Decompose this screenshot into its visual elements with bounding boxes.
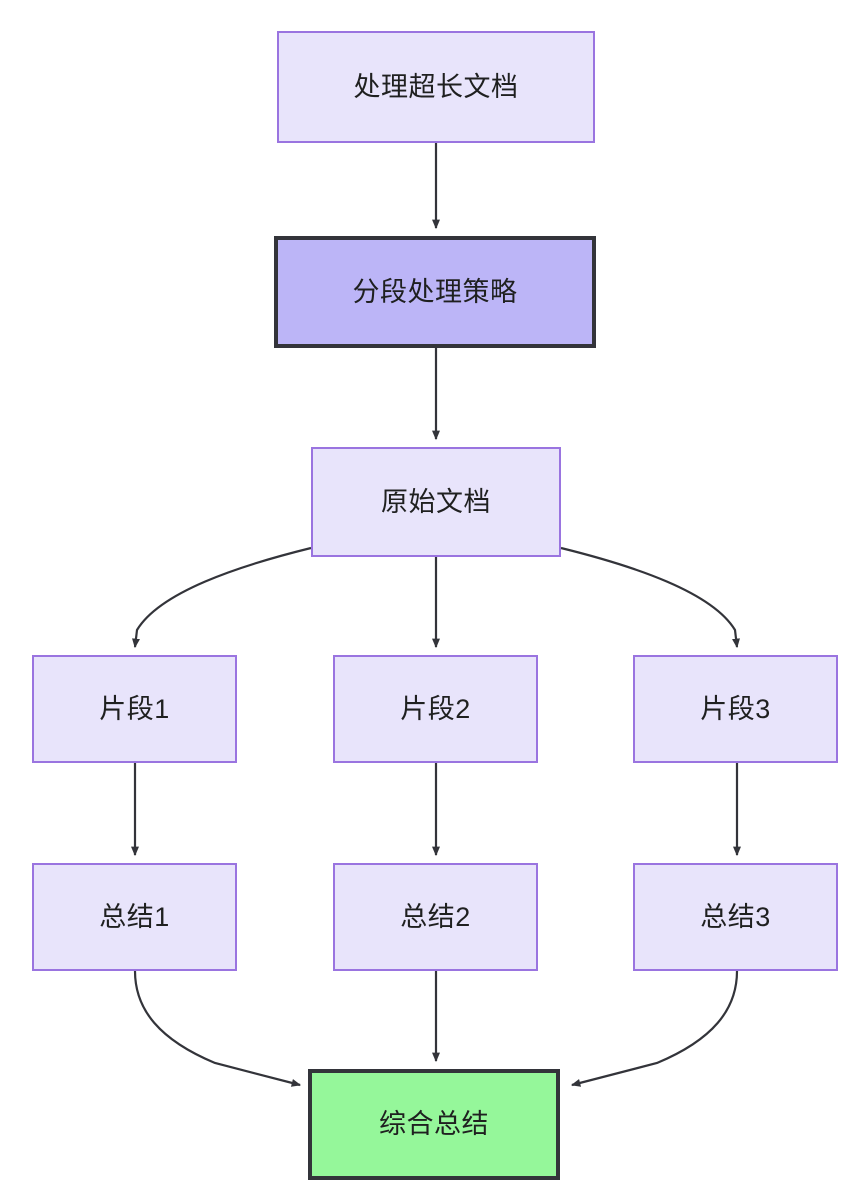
node-summary-2[interactable]: 总结2 <box>333 863 538 971</box>
node-process-long-doc[interactable]: 处理超长文档 <box>277 31 595 143</box>
node-final-summary[interactable]: 综合总结 <box>308 1069 560 1180</box>
node-label: 片段2 <box>400 693 471 724</box>
node-fragment-3[interactable]: 片段3 <box>633 655 838 763</box>
edge-source-doc-to-fragment-3 <box>560 546 740 649</box>
node-fragment-1[interactable]: 片段1 <box>32 655 237 763</box>
node-fragment-2[interactable]: 片段2 <box>333 655 538 763</box>
node-label: 分段处理策略 <box>352 276 518 307</box>
node-label: 原始文档 <box>381 486 491 517</box>
node-label: 总结2 <box>400 901 471 932</box>
node-label: 综合总结 <box>379 1109 489 1140</box>
node-summary-1[interactable]: 总结1 <box>32 863 237 971</box>
node-label: 总结1 <box>99 901 170 932</box>
node-chunk-strategy[interactable]: 分段处理策略 <box>274 236 596 348</box>
node-label: 处理超长文档 <box>353 71 519 102</box>
node-label: 片段3 <box>700 693 771 724</box>
node-summary-3[interactable]: 总结3 <box>633 863 838 971</box>
edge-source-doc-to-fragment-1 <box>132 546 312 649</box>
node-label: 总结3 <box>700 901 771 932</box>
node-source-doc[interactable]: 原始文档 <box>311 447 561 557</box>
edge-summary-3-to-final-summary <box>570 970 739 1087</box>
edge-summary-1-to-final-summary <box>133 970 302 1087</box>
node-label: 片段1 <box>99 693 170 724</box>
